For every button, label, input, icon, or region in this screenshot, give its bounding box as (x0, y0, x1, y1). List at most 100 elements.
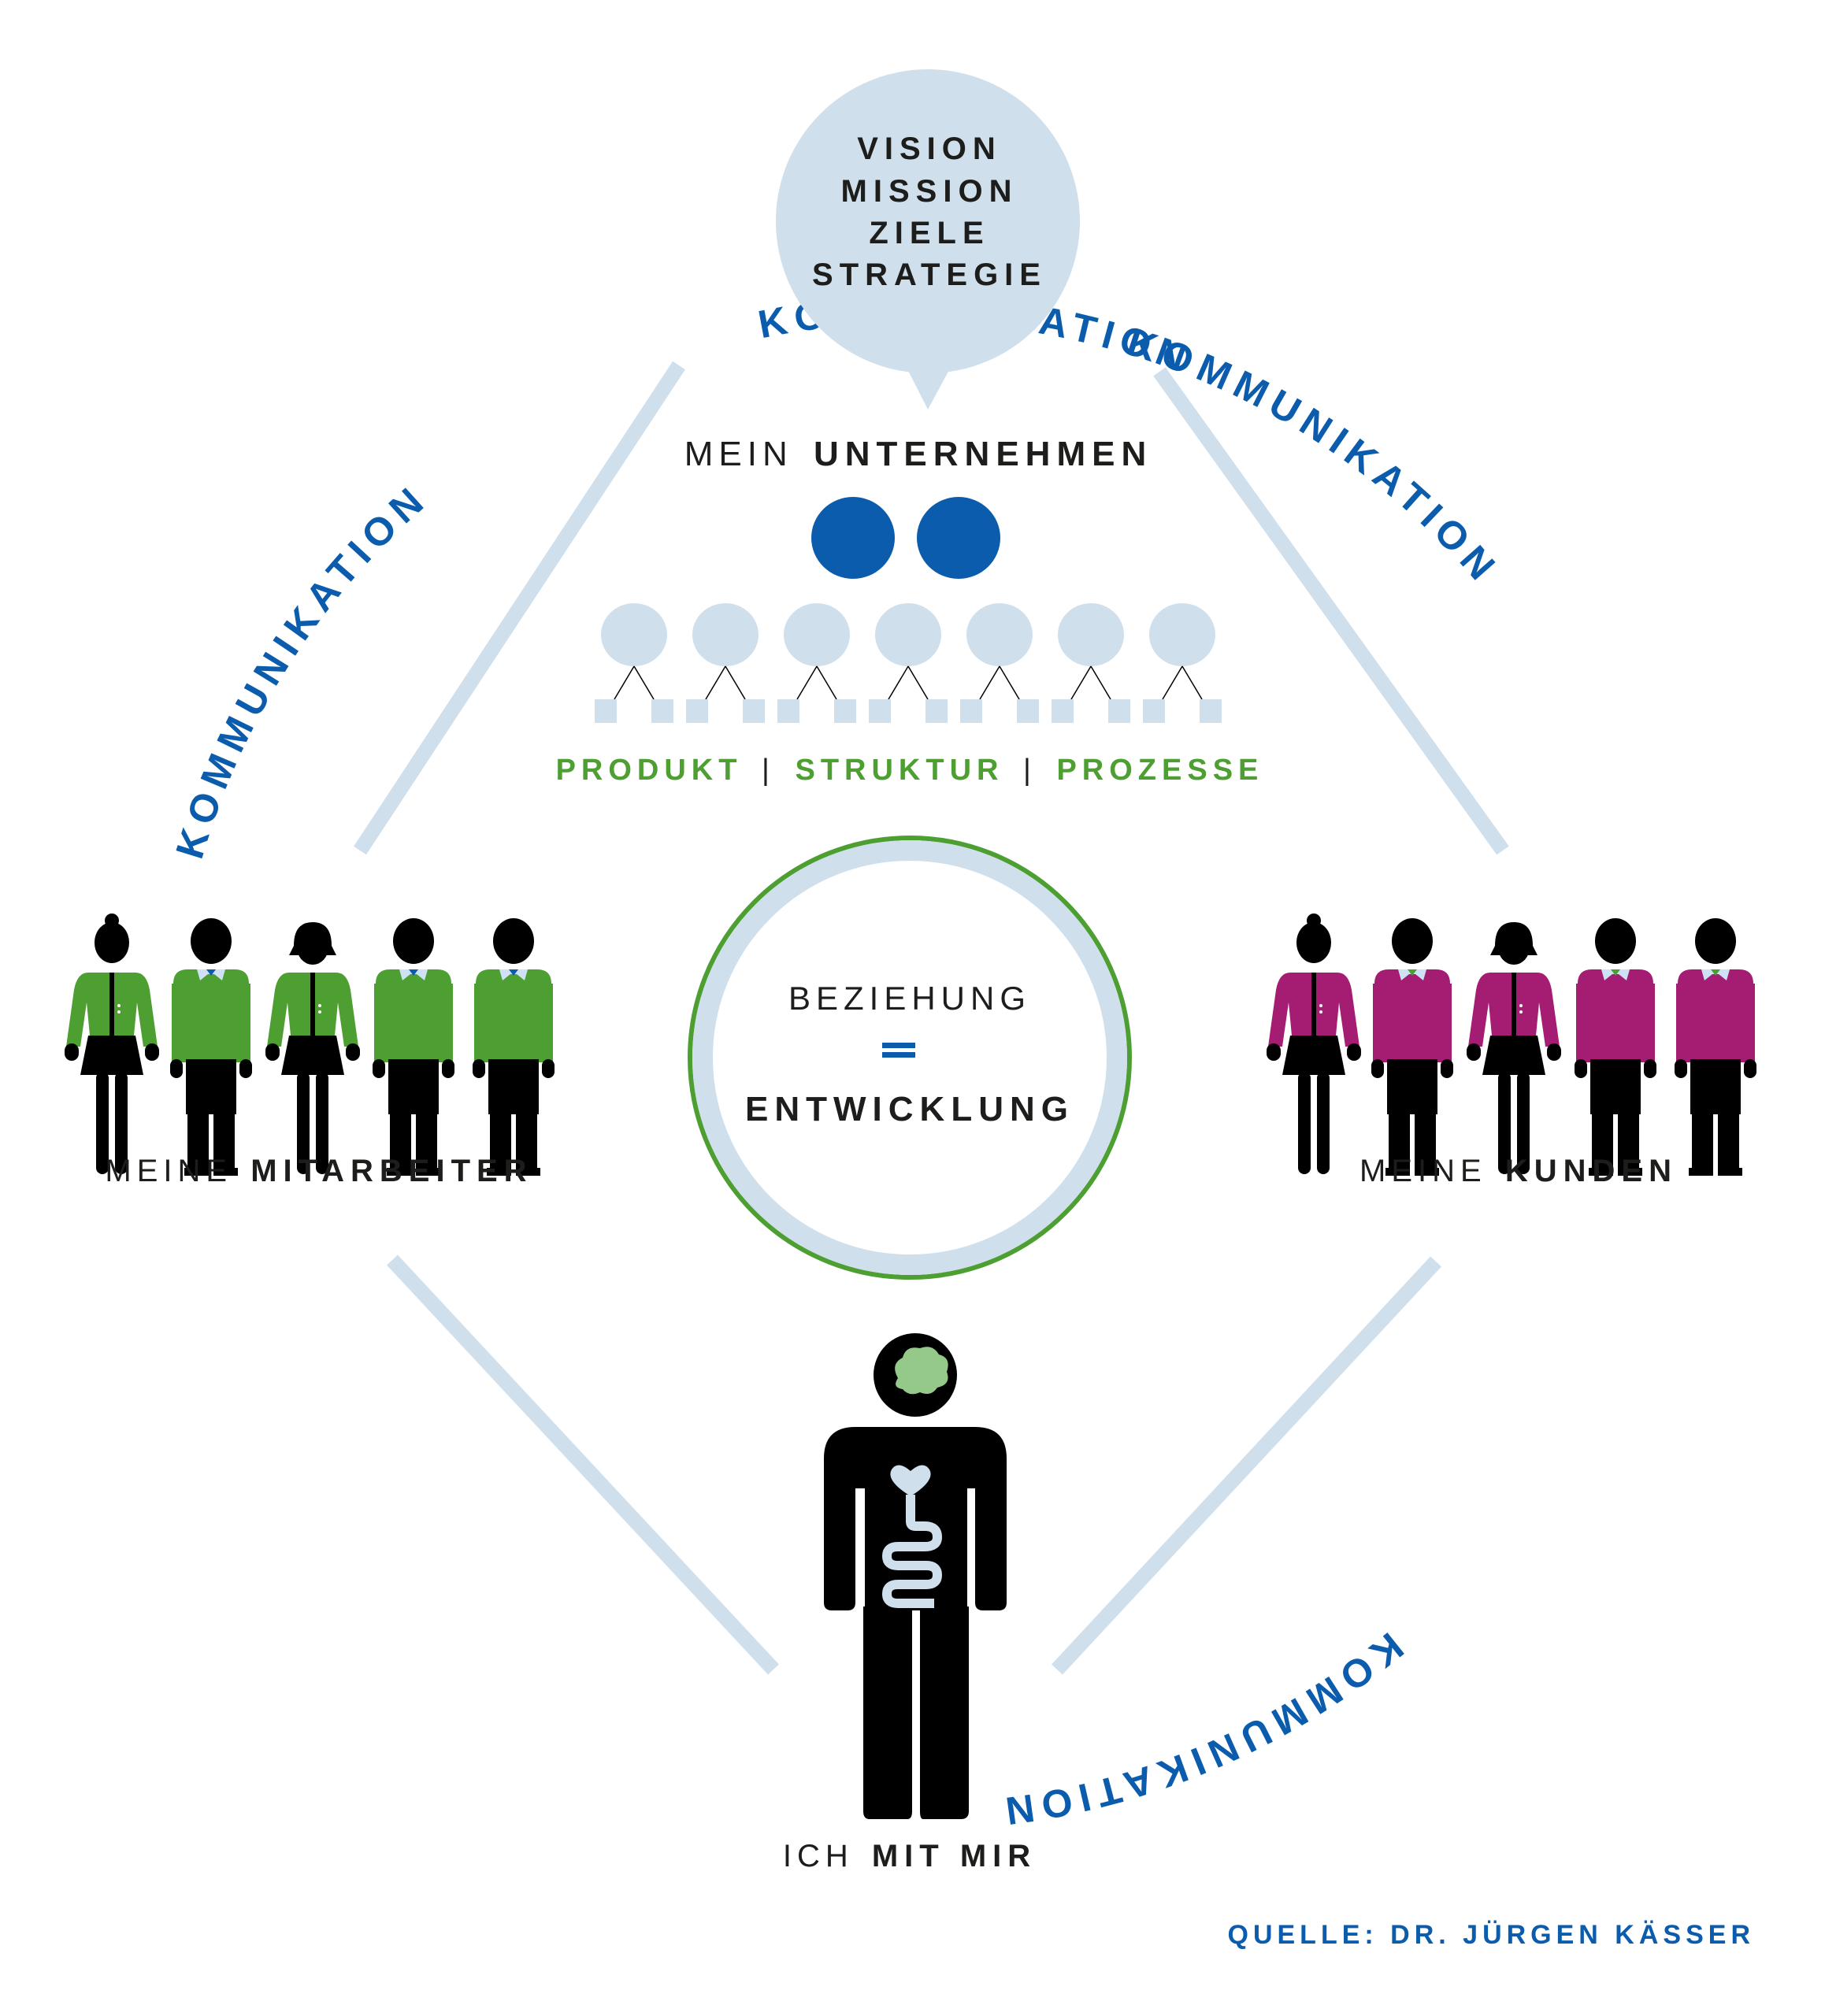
bubble-line-mission: MISSION (841, 174, 1018, 209)
employees-label-light: MEINE (105, 1154, 232, 1188)
unit-branch-right (999, 665, 1020, 700)
connector-bars (354, 361, 1509, 1675)
bar-top-right (1153, 367, 1509, 855)
unit-branch-right (816, 665, 837, 700)
unit-branch-left (796, 665, 818, 700)
self-label-bold: MIT MIR (872, 1839, 1037, 1873)
org-unit (869, 603, 948, 723)
heart-icon (890, 1465, 931, 1496)
equals-sign-top (882, 1043, 915, 1048)
self-body (824, 1427, 1007, 1819)
man-figure-icon (1675, 918, 1756, 1176)
sub-unit-square (1108, 699, 1130, 723)
man-figure-icon (473, 918, 555, 1176)
bar-bottom-right (1052, 1256, 1441, 1675)
employees-group: #employees-group .shirt{fill:#4e9f32;} #… (65, 914, 555, 1176)
woman-figure-icon (1267, 914, 1361, 1174)
sub-unit-square (651, 699, 673, 723)
self-arm-gap-left (857, 1488, 865, 1606)
man-figure-icon (1575, 918, 1656, 1176)
woman-figure-icon (65, 914, 159, 1174)
unit-circle (875, 603, 941, 666)
unit-circle (1149, 603, 1215, 666)
pillar-separator: | (1023, 754, 1031, 787)
self-figure (824, 1333, 1007, 1819)
org-unit (686, 603, 765, 723)
org-unit (595, 603, 673, 723)
bubble-line-vision: VISION (857, 132, 1002, 166)
bar-top-left (354, 361, 685, 855)
figure-shape (1371, 918, 1453, 1176)
company-heading-bold: UNTERNEHMEN (814, 435, 1152, 473)
self-label-light: ICH (783, 1839, 854, 1873)
sub-unit-square (834, 699, 856, 723)
man-figure-icon (170, 918, 252, 1176)
figure-shape (1575, 918, 1656, 1176)
figure-shape (373, 918, 454, 1176)
org-unit (1143, 603, 1222, 723)
unit-branch-right (725, 665, 746, 700)
sub-unit-square (869, 699, 891, 723)
pillar-produkt: PRODUKT (556, 754, 743, 787)
sub-unit-square (686, 699, 708, 723)
bubble-shape (776, 69, 1080, 373)
unit-branch-right (1181, 665, 1203, 700)
digestive-tract-icon (882, 1495, 942, 1608)
kommunikation-label-top-right: KOMMUNIKATION (996, 1624, 1412, 1834)
center-top-text: BEZIEHUNG (788, 980, 1031, 1017)
unit-branch-left (888, 665, 909, 700)
figure-shape (473, 918, 555, 1176)
employees-label-bold: MITARBEITER (250, 1154, 532, 1188)
vision-bubble: VISION MISSION ZIELE STRATEGIE (776, 69, 1080, 410)
sub-unit-square (960, 699, 982, 723)
customers-label: MEINE KUNDEN (1359, 1154, 1678, 1188)
self-leg-gap (912, 1610, 920, 1819)
sub-unit-square (777, 699, 799, 723)
sub-unit-square (1052, 699, 1074, 723)
unit-branch-left (705, 665, 726, 700)
sub-unit-square (743, 699, 765, 723)
unit-circle (692, 603, 759, 666)
pillar-prozesse: PROZESSE (1056, 754, 1263, 787)
figure-shape (170, 918, 252, 1176)
sub-unit-square (1200, 699, 1222, 723)
bubble-tail (902, 358, 955, 410)
sub-unit-square (1017, 699, 1039, 723)
equals-sign-bottom (882, 1052, 915, 1058)
unit-circle (784, 603, 850, 666)
customers-label-light: MEINE (1359, 1154, 1487, 1188)
center-outer-ring (688, 836, 1132, 1280)
self-label: ICH MIT MIR (783, 1839, 1037, 1873)
figure-shape (1267, 914, 1361, 1174)
center-inner-ring (692, 840, 1127, 1275)
center-bottom-text: ENTWICKLUNG (745, 1090, 1074, 1128)
org-unit (1052, 603, 1130, 723)
leader-circle (811, 497, 895, 579)
unit-branch-right (633, 665, 655, 700)
bar-bottom-left (387, 1254, 779, 1675)
unit-branch-left (1070, 665, 1092, 700)
unit-branch-right (907, 665, 929, 700)
sub-unit-square (595, 699, 617, 723)
figure-shape (1467, 922, 1561, 1174)
brain-icon (895, 1347, 948, 1395)
unit-circle (966, 603, 1033, 666)
org-unit (777, 603, 856, 723)
customers-group: #customers-group .shirt{fill:#a51c73;} #… (1267, 914, 1756, 1176)
bubble-line-ziele: ZIELE (869, 216, 989, 250)
employees-label: MEINE MITARBEITER (105, 1154, 532, 1188)
unit-branch-right (1090, 665, 1111, 700)
source-credit: QUELLE: DR. JÜRGEN KÄSSER (1228, 1920, 1756, 1950)
customers-label-bold: KUNDEN (1505, 1154, 1678, 1188)
figure-shape (265, 922, 360, 1174)
self-arm-gap-right (967, 1488, 975, 1606)
company-heading-light: MEIN (684, 435, 793, 473)
leader-circle (917, 497, 1000, 579)
woman-figure-icon (1467, 922, 1561, 1174)
figure-shape (65, 914, 159, 1174)
pillar-struktur: STRUKTUR (795, 754, 1003, 787)
company-heading: MEIN UNTERNEHMEN (684, 435, 1152, 473)
unit-branch-left (979, 665, 1000, 700)
pillars-line: PRODUKT | STRUKTUR | PROZESSE (556, 754, 1264, 787)
figure-shape (1675, 918, 1756, 1176)
